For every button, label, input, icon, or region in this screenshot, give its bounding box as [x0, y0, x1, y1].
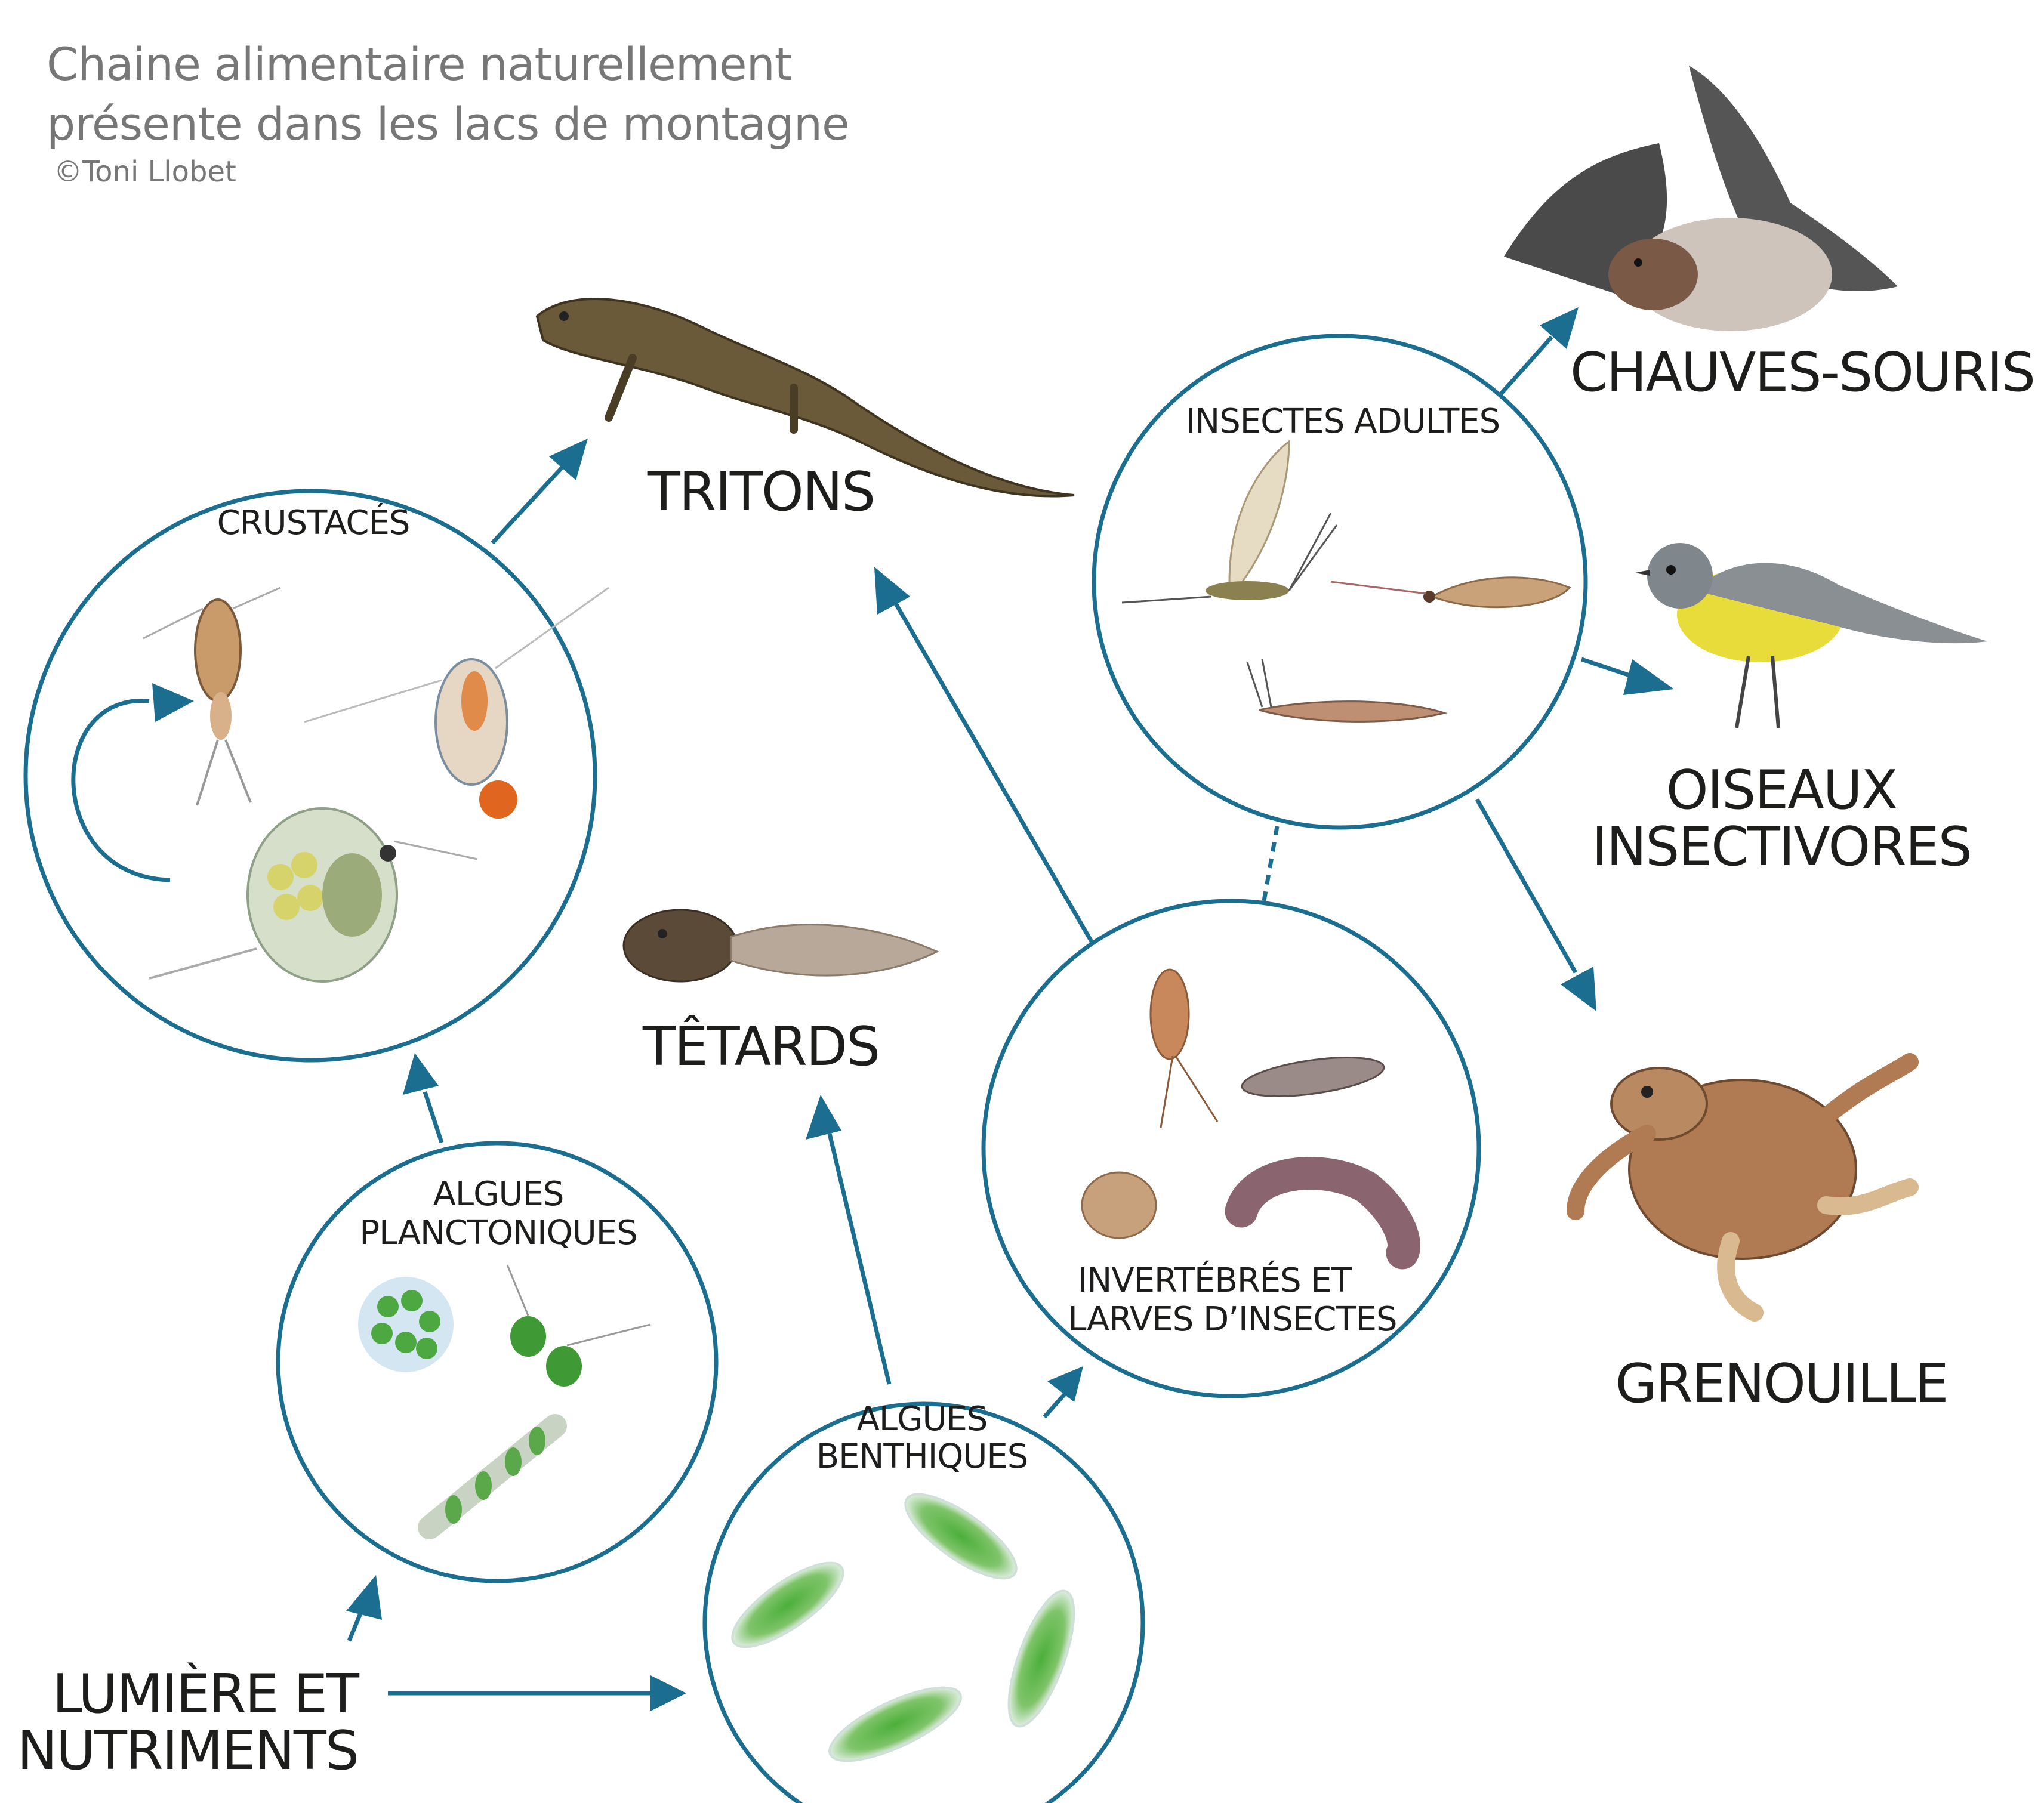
bat-illustration	[1504, 66, 1898, 331]
arrow-crustaces-to-tritons	[492, 439, 588, 543]
invertebres-label-1: INVERTÉBRÉS ET	[1078, 1261, 1352, 1300]
arrow-planctoniques-to-crustaces	[403, 1053, 442, 1143]
tetards-label: TÊTARDS	[642, 1014, 879, 1078]
algues-planctoniques-label-2: PLANCTONIQUES	[359, 1214, 637, 1252]
arrow-insectes-to-grenouille	[1477, 799, 1596, 1011]
node-crustaces: CRUSTACÉS	[26, 491, 609, 1060]
link-invertebres-insectes-dashed	[1264, 826, 1277, 901]
algues-benthiques-label-1: ALGUES	[857, 1400, 988, 1438]
colony-algae-illustration	[358, 1277, 454, 1372]
node-invertebres: INVERTÉBRÉS ET LARVES D’INSECTES	[984, 901, 1479, 1396]
node-algues-benthiques: ALGUES BENTHIQUES	[705, 1400, 1143, 1803]
node-insectes-adultes: INSECTES ADULTES	[1094, 336, 1586, 828]
grenouille-label: GRENOUILLE	[1616, 1353, 1948, 1415]
insectes-adultes-label: INSECTES ADULTES	[1186, 402, 1500, 441]
tritons-label: TRITONS	[647, 461, 874, 523]
wagtail-illustration	[1635, 543, 1987, 728]
clam-illustration	[1082, 1172, 1156, 1238]
invertebres-label-2: LARVES D’INSECTES	[1068, 1300, 1396, 1339]
algues-planctoniques-label-1: ALGUES	[433, 1175, 564, 1214]
node-algues-planctoniques: ALGUES PLANCTONIQUES	[278, 1143, 716, 1581]
arrow-benthiques-to-invertebres	[1044, 1366, 1083, 1417]
chauves-souris-label: CHAUVES-SOURIS	[1570, 341, 2034, 404]
tadpole-illustration	[624, 910, 937, 981]
oiseaux-label-1: OISEAUX	[1666, 759, 1897, 822]
oiseaux-label-2: INSECTIVORES	[1592, 816, 1971, 878]
crustaces-label: CRUSTACÉS	[217, 504, 410, 542]
arrow-lumiere-to-benthiques	[388, 1675, 686, 1711]
arrow-invertebres-to-tritons	[874, 567, 1092, 943]
lumiere-label-2: NUTRIMENTS	[17, 1719, 358, 1782]
arrow-lumiere-to-planctoniques	[346, 1575, 382, 1641]
algues-benthiques-label-2: BENTHIQUES	[816, 1437, 1028, 1476]
arrow-insectes-to-oiseaux	[1581, 659, 1674, 695]
frog-illustration	[1576, 1062, 1910, 1313]
lumiere-label-1: LUMIÈRE ET	[53, 1662, 360, 1725]
arrow-insectes-to-chauves-souris	[1501, 307, 1579, 394]
arrow-benthiques-to-tetards	[806, 1095, 889, 1384]
